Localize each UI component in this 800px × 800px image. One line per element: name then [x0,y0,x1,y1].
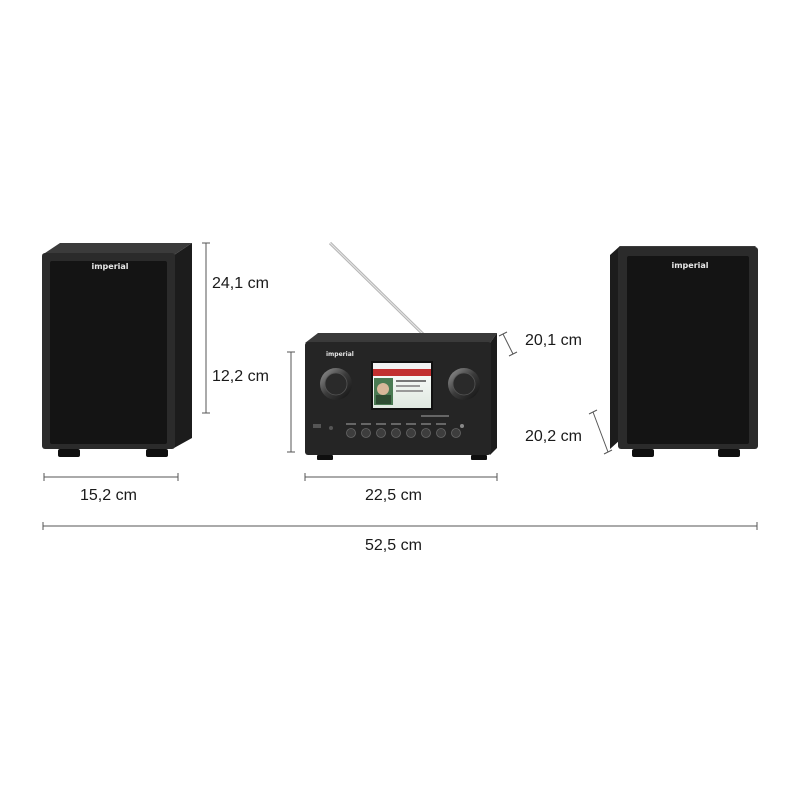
right-speaker: imperial [610,246,758,457]
power-indicator [460,424,464,428]
speaker-width-label: 15,2 cm [80,487,137,504]
radio-height-label: 12,2 cm [212,368,269,385]
dimension-lines [42,242,758,530]
brand-logo: imperial [91,262,128,271]
speaker-foot [58,449,80,457]
button-row [346,423,461,438]
speaker-grille [627,256,749,444]
left-speaker: imperial [42,243,192,457]
aux-port [329,426,333,430]
speaker-foot [718,449,740,457]
radio-depth-label: 20,1 cm [525,332,582,349]
speaker-foot [632,449,654,457]
speaker-depth-label: 20,2 cm [525,428,582,445]
speaker-grille [50,261,167,444]
speaker-foot [146,449,168,457]
brand-logo: imperial [326,351,354,358]
total-width-label: 52,5 cm [365,537,422,554]
center-radio: imperial [305,241,497,460]
usb-port [313,424,321,428]
speaker-height-label: 24,1 cm [212,275,269,292]
radio-width-label: 22,5 cm [365,487,422,504]
brand-logo: imperial [671,261,708,270]
